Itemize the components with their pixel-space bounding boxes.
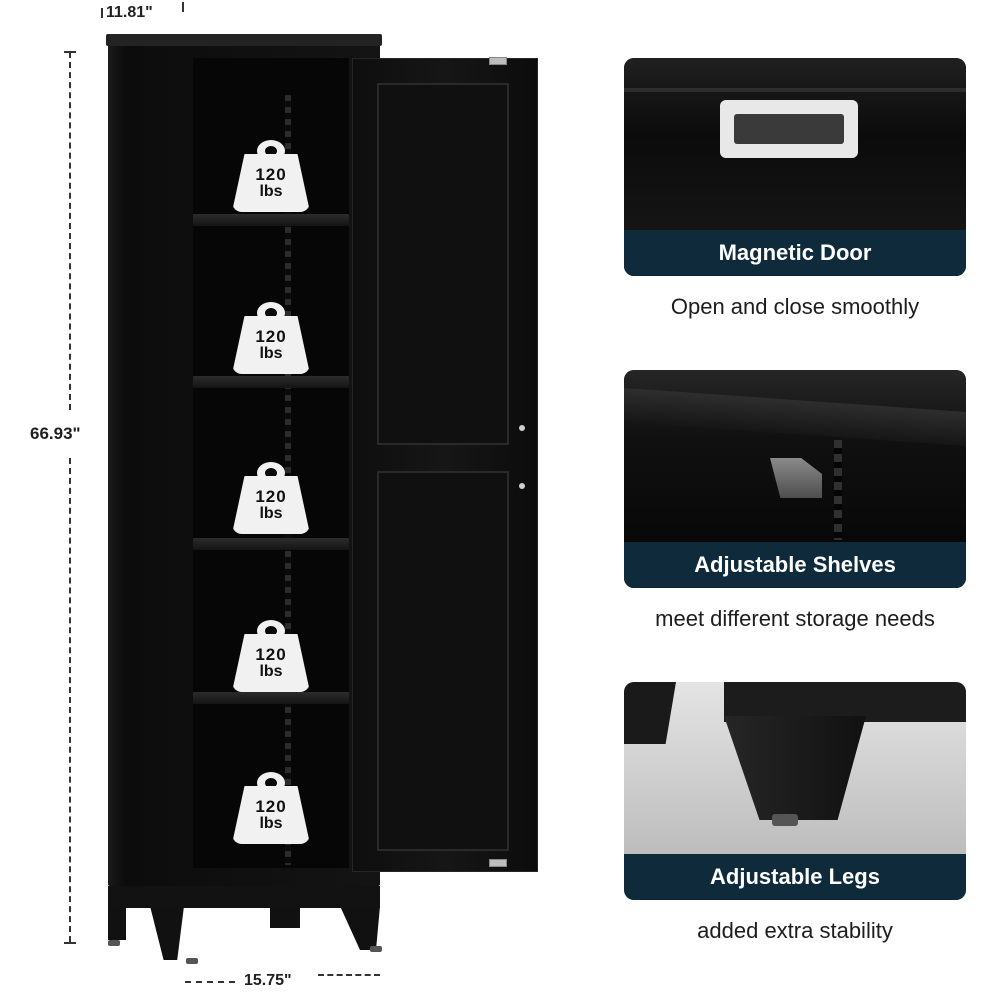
- height-tick-bottom: [64, 942, 76, 944]
- feature-title: Magnetic Door: [624, 230, 966, 276]
- load-unit: lbs: [259, 183, 283, 200]
- leg-back-left: [108, 906, 126, 940]
- cabinet-base: [108, 886, 380, 908]
- hinge-icon: [489, 859, 507, 867]
- leveling-foot-icon: [370, 946, 382, 952]
- feature-card-adjustable-legs: Adjustable Legs: [624, 682, 966, 900]
- load-unit: lbs: [259, 663, 283, 680]
- leg-back: [624, 682, 676, 744]
- load-unit: lbs: [259, 345, 283, 362]
- feature-card-magnetic-door: Magnetic Door: [624, 58, 966, 276]
- width-label: 15.75": [244, 972, 292, 989]
- shelf-2: [193, 376, 349, 388]
- leveling-foot-icon: [772, 814, 798, 826]
- leveling-foot-icon: [108, 940, 120, 946]
- cabinet-door[interactable]: [352, 57, 538, 872]
- feature-title: Adjustable Legs: [624, 854, 966, 900]
- leg-front-right: [340, 906, 380, 950]
- door-panel-upper: [377, 83, 509, 445]
- shelf-1: [193, 214, 349, 226]
- feature-title: Adjustable Shelves: [624, 542, 966, 588]
- load-unit: lbs: [259, 815, 283, 832]
- feature-card-adjustable-shelves: Adjustable Shelves: [624, 370, 966, 588]
- height-label: 66.93": [30, 424, 81, 443]
- hinge-icon: [489, 57, 507, 65]
- cabinet-bottom: [724, 682, 966, 722]
- cabinet-top: [106, 34, 382, 46]
- feature-caption: meet different storage needs: [655, 606, 935, 631]
- leg-back-middle: [270, 906, 300, 928]
- load-number: 120: [255, 797, 287, 816]
- load-number: 120: [255, 487, 287, 506]
- magnet-handle-icon: [720, 100, 858, 158]
- width-dash-right: [318, 974, 380, 976]
- shelf-3: [193, 538, 349, 550]
- load-number: 120: [255, 165, 287, 184]
- depth-label: 11.81": [106, 4, 153, 21]
- door-panel-lower: [377, 471, 509, 851]
- door-knob-icon[interactable]: [519, 483, 525, 489]
- load-number: 120: [255, 645, 287, 664]
- width-dash-left: [185, 981, 235, 983]
- depth-tick-right: [182, 2, 184, 12]
- leveling-foot-icon: [186, 958, 198, 964]
- feature-caption: Open and close smoothly: [670, 294, 920, 319]
- height-dash-lower: [69, 458, 71, 942]
- load-unit: lbs: [259, 505, 283, 522]
- height-dash-upper: [69, 52, 71, 410]
- door-edge: [624, 88, 966, 92]
- depth-tick-left: [101, 8, 103, 18]
- load-number: 120: [255, 327, 287, 346]
- shelf-slot-rail: [834, 440, 842, 540]
- shelf-4: [193, 692, 349, 704]
- leg-front-left: [150, 906, 184, 960]
- door-knob-icon[interactable]: [519, 425, 525, 431]
- feature-caption: added extra stability: [697, 918, 893, 943]
